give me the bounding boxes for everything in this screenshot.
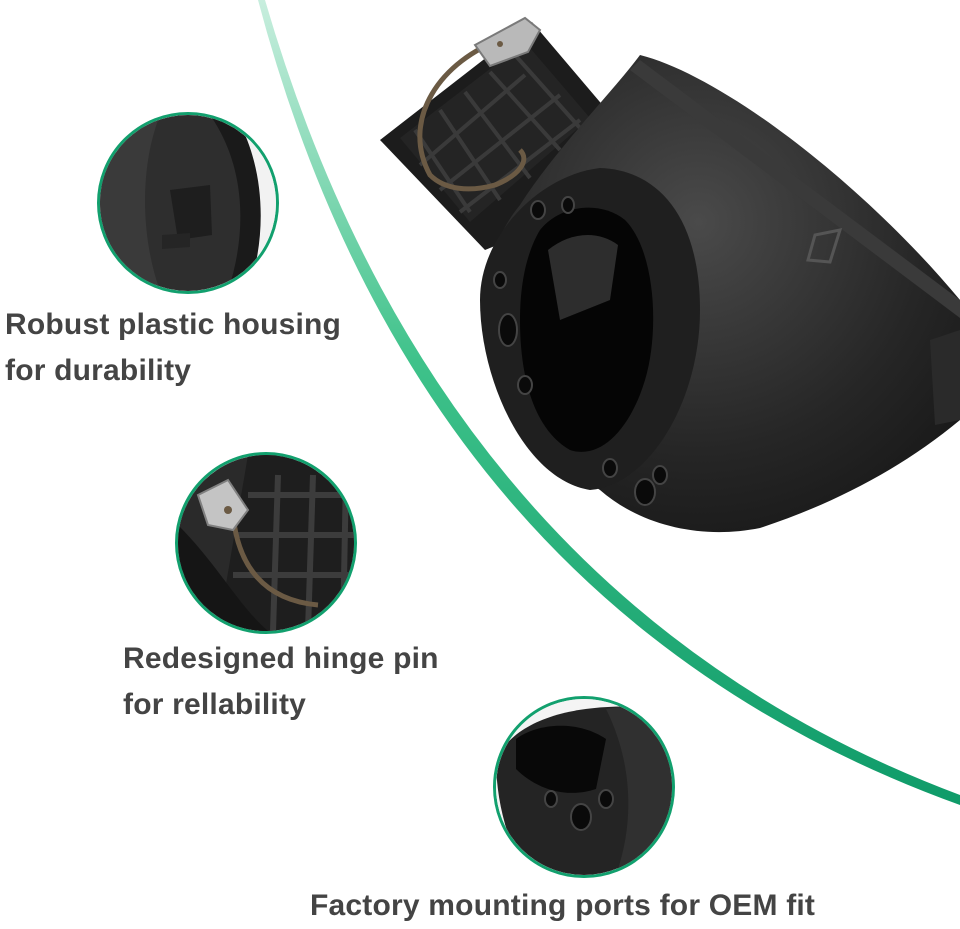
- feature-caption-mounting: Factory mounting ports for OEM fit: [310, 883, 815, 929]
- hinge-pin: [417, 16, 542, 192]
- feature-caption-hinge: Redesigned hinge pin for rellability: [123, 636, 439, 728]
- mounting-ports-closeup-icon: [493, 696, 675, 878]
- caption-line: Redesigned hinge pin: [123, 642, 439, 675]
- feature-caption-housing: Robust plastic housing for durability: [5, 302, 341, 394]
- caption-line: for rellability: [123, 688, 307, 721]
- rim-mounting-holes: [493, 196, 668, 506]
- caption-line: Factory mounting ports for OEM fit: [310, 889, 816, 922]
- hinge-pin-closeup-icon: [175, 452, 357, 634]
- caption-line: Robust plastic housing: [5, 308, 342, 341]
- housing-closeup-icon: [97, 112, 279, 294]
- caption-line: for durability: [5, 354, 192, 387]
